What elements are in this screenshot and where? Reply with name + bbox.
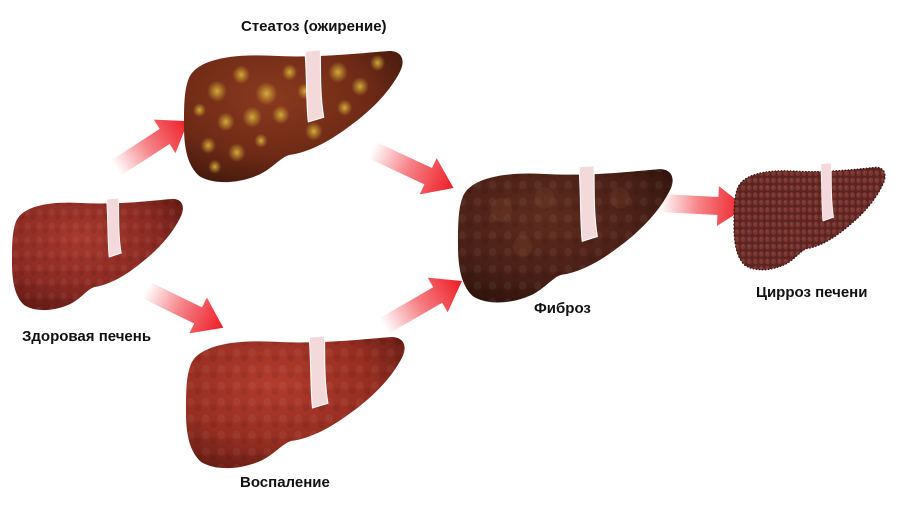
healthy-liver-illustration — [12, 197, 183, 311]
steatosis-liver-illustration — [184, 49, 403, 183]
inflammation-liver-illustration — [186, 335, 405, 469]
arrow-fibrosis-to-cirrhosis — [659, 186, 746, 227]
inflammation-label: Воспаление — [240, 474, 330, 491]
healthy-liver-label: Здоровая печень — [22, 328, 152, 345]
arrow-healthy-to-steatosis — [111, 119, 189, 176]
fibrosis-label: Фиброз — [534, 300, 591, 317]
steatosis-label: Стеатоз (ожирение) — [241, 18, 387, 35]
fat-deposits — [192, 54, 386, 174]
arrow-steatosis-to-fibrosis — [368, 141, 454, 195]
cirrhosis-liver-illustration — [733, 162, 886, 271]
arrow-inflammation-to-fibrosis — [379, 277, 462, 334]
fibrosis-liver-illustration — [458, 164, 673, 303]
arrow-healthy-to-inflammation — [142, 281, 224, 334]
cirrhosis-label: Цирроз печени — [756, 284, 868, 301]
